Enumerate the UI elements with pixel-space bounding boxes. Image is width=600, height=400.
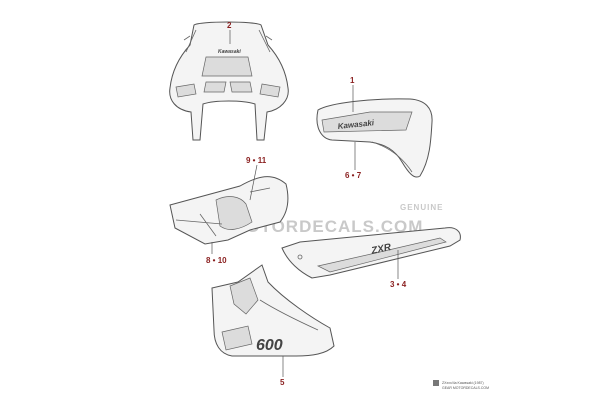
callout-1: 1 <box>350 76 355 85</box>
under-cowl-stripe <box>316 237 447 273</box>
callout-8-10: 8 • 10 <box>206 256 227 265</box>
lower-fairing: 600 5 <box>211 264 335 387</box>
under-cowl-strip: ZXR 3 • 4 <box>281 227 461 289</box>
mirror-mounts <box>183 35 273 41</box>
upper-cowl-logo: Kawasaki <box>218 49 241 55</box>
callout-2: 2 <box>227 21 232 30</box>
middle-side-fairing: 9 • 11 8 • 10 <box>169 156 289 265</box>
side-cowl-stripe <box>321 111 413 133</box>
upper-cowl-outline <box>169 21 289 141</box>
under-cowl-model: ZXR <box>369 242 393 257</box>
front-upper-cowl: Kawasaki 2 <box>169 21 289 141</box>
side-cowl-logo: Kawasaki <box>337 118 375 131</box>
lower-fairing-upper-vent <box>229 277 259 315</box>
upper-cowl-edge-lines <box>185 29 271 53</box>
callout-5: 5 <box>280 378 285 387</box>
lower-fairing-crease <box>259 299 319 331</box>
under-cowl-bolt <box>297 254 303 260</box>
side-cowl-outline <box>316 98 433 178</box>
footer-line-2: GEAR MOTORDECALS.COM <box>442 386 489 390</box>
left-headlight <box>175 83 197 98</box>
footer-mark: ZXxxx/4a Kawasaki (1987) GEAR MOTORDECAL… <box>433 380 489 390</box>
side-cowl-panel: Kawasaki 1 6 • 7 <box>316 76 433 180</box>
center-headlight-left <box>203 81 227 93</box>
lower-fairing-model: 600 <box>256 337 283 354</box>
callout-3-4: 3 • 4 <box>390 280 407 289</box>
right-headlight <box>259 83 281 98</box>
middle-fairing-vent <box>215 196 253 230</box>
lower-fairing-lower-vent <box>221 325 253 351</box>
footer-line-1: ZXxxx/4a Kawasaki (1987) <box>442 381 484 385</box>
callout-6-7: 6 • 7 <box>345 171 362 180</box>
windscreen-panel <box>201 56 253 77</box>
leader-9-11 <box>249 164 258 201</box>
callout-9-11: 9 • 11 <box>246 156 267 165</box>
center-headlight-right <box>229 81 253 93</box>
watermark-genuine: GENUINE <box>400 203 443 212</box>
middle-fairing-lines <box>175 187 271 237</box>
footer-logo-square <box>433 380 439 386</box>
side-cowl-lower-curve <box>371 141 413 173</box>
